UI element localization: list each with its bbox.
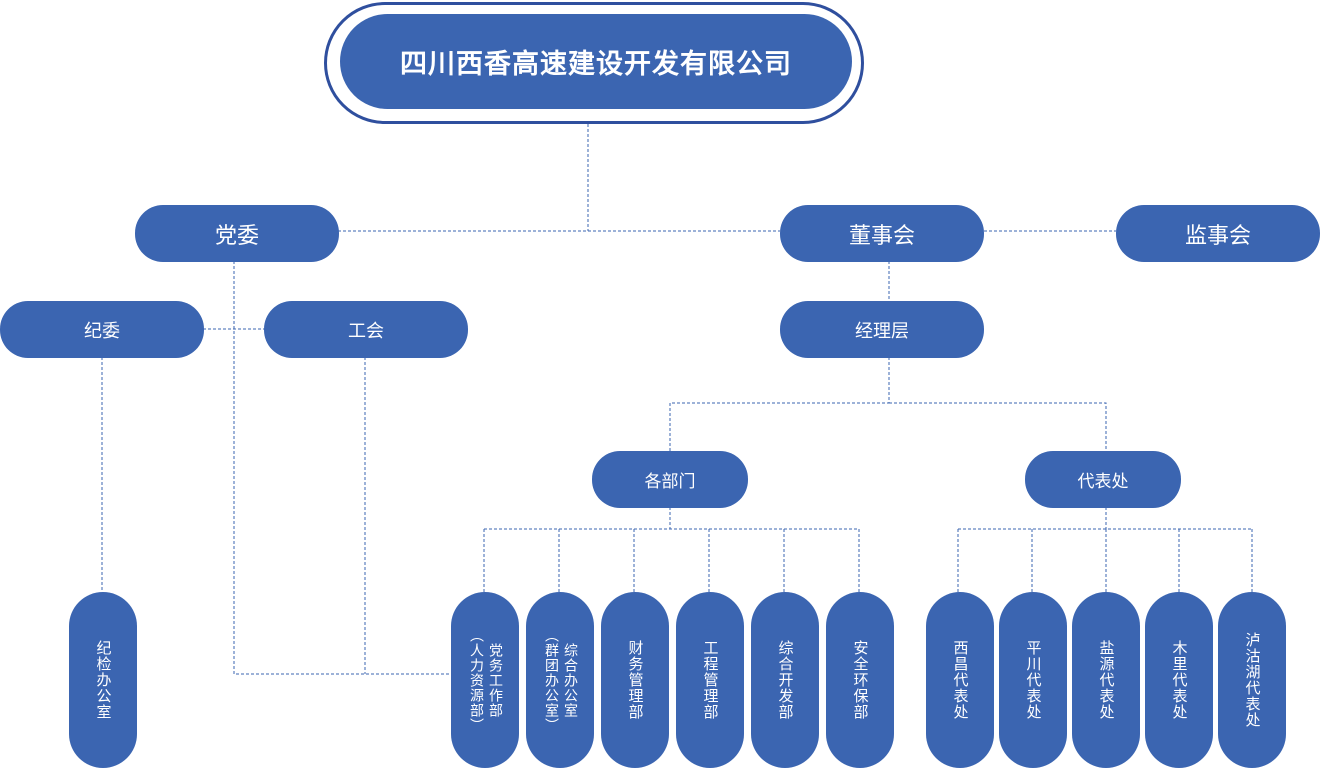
office-label: 木里代表处 <box>1170 640 1189 720</box>
office-label: 西昌代表处 <box>951 640 970 720</box>
department-box: 综合开发部 <box>751 592 819 768</box>
management-node: 经理层 <box>780 301 984 358</box>
office-label: 平川代表处 <box>1024 640 1043 720</box>
department-box: 财务管理部 <box>601 592 669 768</box>
party-committee-node: 党委 <box>135 205 339 262</box>
office-box: 木里代表处 <box>1145 592 1213 768</box>
department-label: 财务管理部 <box>626 640 645 720</box>
discipline-office-label: 纪检办公室 <box>94 640 113 720</box>
department-box: （群团办公室） 综合办公室 <box>526 592 594 768</box>
discipline-committee-node: 纪委 <box>0 301 204 358</box>
office-label: 泸沽湖代表处 <box>1243 632 1262 728</box>
department-box: （人力资源部） 党务工作部 <box>451 592 519 768</box>
labor-union-node: 工会 <box>264 301 468 358</box>
office-box: 西昌代表处 <box>926 592 994 768</box>
department-label-line2: 综合办公室 <box>562 642 578 718</box>
department-label-line1: （群团办公室） <box>543 627 559 733</box>
department-label-line2: 党务工作部 <box>487 642 503 718</box>
department-label: 工程管理部 <box>701 640 720 720</box>
office-box: 盐源代表处 <box>1072 592 1140 768</box>
supervisory-board-node: 监事会 <box>1116 205 1320 262</box>
department-label-line1: （人力资源部） <box>468 627 484 733</box>
departments-node: 各部门 <box>592 451 748 508</box>
department-label: 安全环保部 <box>851 640 870 720</box>
office-label: 盐源代表处 <box>1097 640 1116 720</box>
department-box: 工程管理部 <box>676 592 744 768</box>
company-title: 四川西香高速建设开发有限公司 <box>340 14 852 109</box>
representative-offices-node: 代表处 <box>1025 451 1181 508</box>
office-box: 平川代表处 <box>999 592 1067 768</box>
discipline-office-node: 纪检办公室 <box>69 592 137 768</box>
board-node: 董事会 <box>780 205 984 262</box>
department-box: 安全环保部 <box>826 592 894 768</box>
department-label: 综合开发部 <box>776 640 795 720</box>
office-box: 泸沽湖代表处 <box>1218 592 1286 768</box>
